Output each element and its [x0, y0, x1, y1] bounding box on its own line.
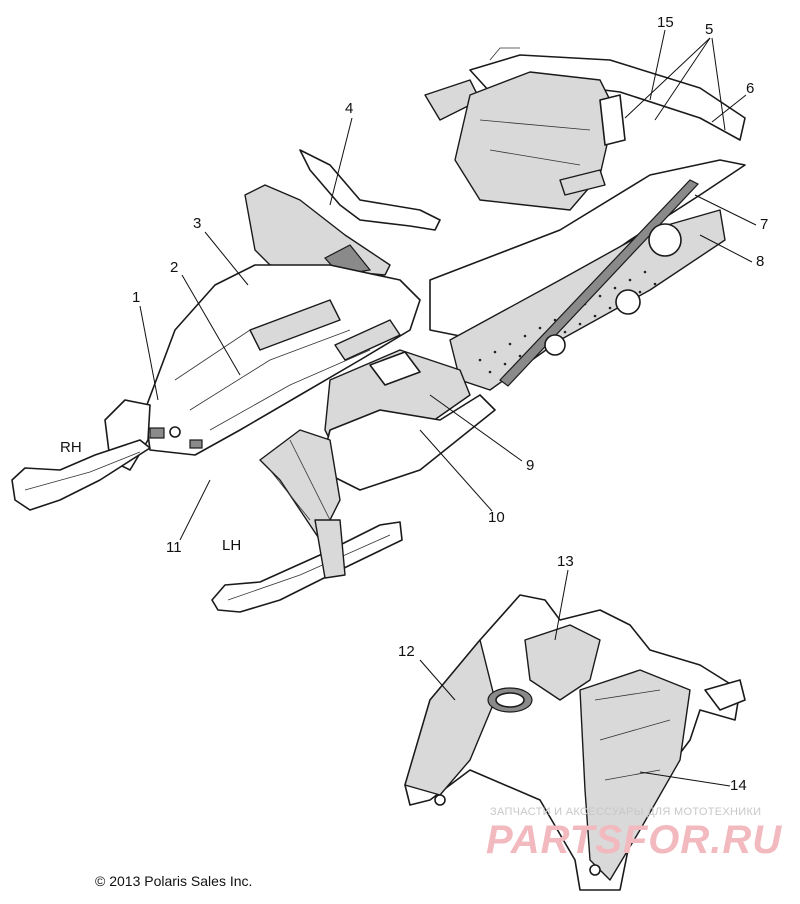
callout-11: 11 — [166, 539, 182, 556]
callout-9: 9 — [526, 457, 534, 474]
copyright-notice: © 2013 Polaris Sales Inc. — [95, 873, 253, 889]
watermark-brand: PARTSFOR.RU — [486, 818, 783, 862]
callout-1: 1 — [132, 289, 140, 306]
side-label-lh: LH — [222, 537, 241, 554]
callout-7: 7 — [760, 216, 768, 233]
callout-13: 13 — [557, 553, 574, 570]
callout-4: 4 — [345, 100, 353, 117]
callout-6: 6 — [746, 80, 754, 97]
callout-5: 5 — [705, 21, 713, 38]
callout-2: 2 — [170, 259, 178, 276]
callout-8: 8 — [756, 253, 764, 270]
callout-14: 14 — [730, 777, 747, 794]
callout-3: 3 — [193, 215, 201, 232]
hood-panel-illustration — [404, 594, 746, 891]
watermark-tagline: ЗАПЧАСТИ И АКСЕССУАРЫ ДЛЯ МОТОТЕХНИКИ — [490, 806, 762, 818]
leader-lines — [139, 29, 757, 787]
side-label-rh: RH — [60, 439, 82, 456]
callout-15: 15 — [657, 14, 674, 31]
snowmobile-illustration — [11, 47, 746, 613]
callout-labels: 1 2 3 4 5 6 7 8 9 10 11 12 13 14 15 RH L… — [60, 14, 768, 794]
callout-12: 12 — [398, 643, 415, 660]
callout-10: 10 — [488, 509, 505, 526]
